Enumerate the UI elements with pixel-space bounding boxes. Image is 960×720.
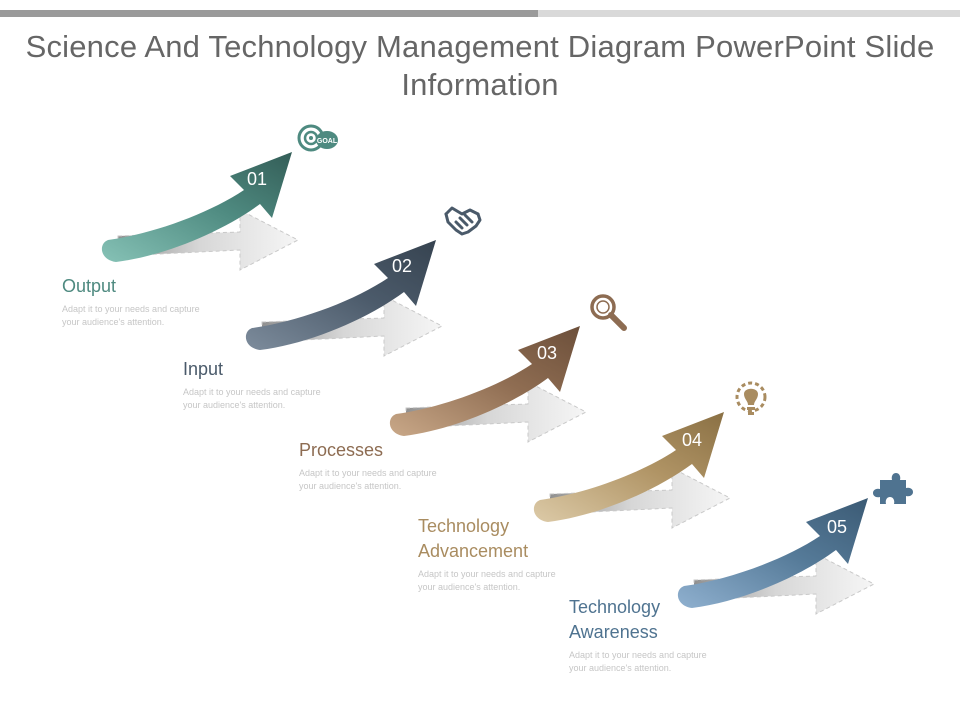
step-05-text: Technology Awareness Adapt it to your ne… — [569, 595, 709, 675]
step-02-text: Input Adapt it to your needs and capture… — [183, 357, 323, 412]
top-accent-bar-dark — [0, 10, 538, 17]
step-03-description: Adapt it to your needs and capture your … — [299, 468, 437, 491]
arrow-02-number: 02 — [392, 256, 412, 276]
step-04-title: Technology Advancement — [418, 516, 529, 561]
arrow-04-number: 04 — [682, 430, 702, 450]
handshake-icon — [444, 206, 482, 236]
arrow-03-number: 03 — [537, 343, 557, 363]
puzzle-icon — [873, 473, 913, 504]
step-05-description: Adapt it to your needs and capture your … — [569, 650, 707, 673]
arrow-05-number: 05 — [827, 517, 847, 537]
lightbulb-gear-icon — [735, 381, 767, 415]
slide-title: Science And Technology Management Diagra… — [25, 29, 935, 102]
arrow-01-number: 01 — [247, 169, 267, 189]
step-01-description: Adapt it to your needs and capture your … — [62, 304, 200, 327]
step-02-title: Input — [183, 359, 224, 379]
top-accent-bar-light — [538, 10, 960, 17]
step-03-title: Processes — [299, 440, 384, 460]
magnifier-icon — [590, 294, 627, 331]
goal-icon: GOAL — [297, 124, 338, 152]
step-01-text: Output Adapt it to your needs and captur… — [62, 274, 202, 329]
step-02-description: Adapt it to your needs and capture your … — [183, 387, 321, 410]
step-03-text: Processes Adapt it to your needs and cap… — [299, 438, 439, 493]
step-01-title: Output — [62, 276, 117, 296]
step-04-text: Technology Advancement Adapt it to your … — [418, 514, 558, 594]
goal-icon-label: GOAL — [317, 138, 338, 145]
step-05-title: Technology Awareness — [569, 597, 661, 642]
step-04-description: Adapt it to your needs and capture your … — [418, 569, 556, 592]
